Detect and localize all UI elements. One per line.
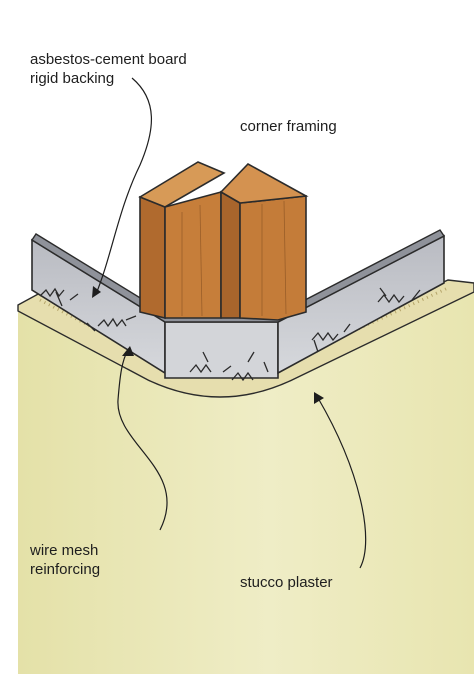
leader-backing: [95, 77, 153, 295]
cement-board-corner: [164, 321, 279, 379]
arrowhead-stucco: [314, 392, 324, 404]
label-stucco-plaster: stucco plaster: [240, 574, 333, 591]
wire-mesh-reinforcing: [39, 287, 421, 382]
label-corner-framing: corner framing: [240, 118, 337, 135]
wood-grain: [181, 200, 287, 317]
arrowhead-backing: [92, 286, 101, 298]
label-mesh-line2: reinforcing: [30, 561, 100, 578]
corner-framing-stud-left-front: [139, 195, 166, 320]
leader-arrowheads: [92, 286, 324, 404]
corner-framing-stud-right-top: [219, 163, 309, 204]
label-backing-line2: rigid backing: [30, 70, 114, 87]
label-backing-line1: asbestos-cement board: [30, 51, 187, 68]
corner-framing-stud-right-side: [239, 195, 307, 321]
leader-mesh: [117, 349, 168, 531]
arrowhead-mesh: [122, 346, 134, 356]
cement-board-top-edge: [31, 229, 446, 323]
leader-lines: [95, 77, 367, 569]
corner-framing-stud-left-top: [138, 161, 226, 208]
corner-framing-stud-right-front: [220, 190, 241, 319]
corner-framing-stud-left-side: [164, 190, 222, 319]
stucco-wall-surface: [18, 282, 474, 674]
label-mesh-line1: wire mesh: [29, 542, 98, 559]
leader-stucco: [317, 397, 367, 569]
